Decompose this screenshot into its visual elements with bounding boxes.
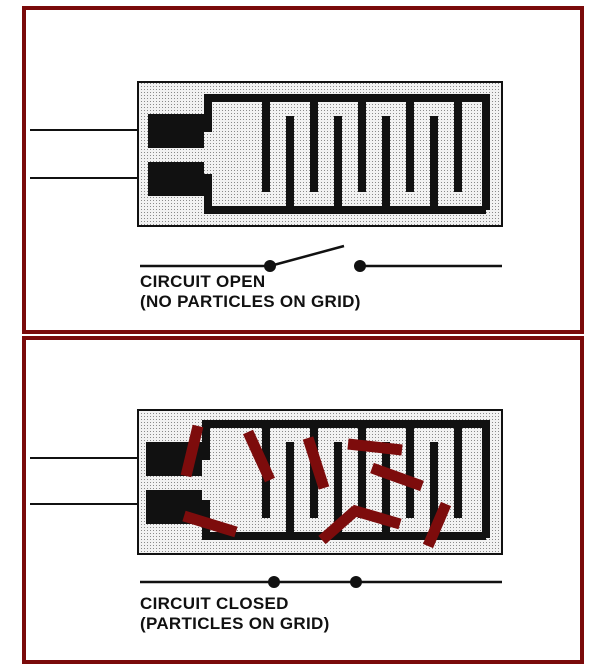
caption-open-line1: CIRCUIT OPEN: [140, 272, 266, 291]
comb-electrode-lower: [200, 116, 486, 214]
contact-pad-bottom: [148, 162, 204, 196]
particle: [243, 429, 275, 483]
grid-substrate: [137, 81, 503, 227]
caption-closed-line2: (PARTICLES ON GRID): [140, 614, 330, 633]
particle: [350, 504, 402, 530]
caption-closed-line1: CIRCUIT CLOSED: [140, 594, 289, 613]
particle: [182, 510, 238, 538]
comb-electrode-upper: [200, 94, 490, 210]
grid-diagram-closed: [30, 409, 503, 588]
switch-closed: [140, 576, 502, 588]
caption-open: CIRCUIT OPEN (NO PARTICLES ON GRID): [140, 272, 361, 312]
particle: [180, 424, 204, 478]
particle: [318, 505, 360, 545]
particle: [347, 438, 403, 456]
particle: [370, 462, 424, 492]
switch-open: [140, 244, 502, 272]
particle: [302, 436, 330, 490]
caption-open-line2: (NO PARTICLES ON GRID): [140, 292, 361, 311]
contact-pad-top: [148, 114, 204, 148]
particle: [422, 501, 452, 549]
panel-circuit-closed: CIRCUIT CLOSED (PARTICLES ON GRID): [22, 336, 584, 664]
panel-circuit-open: CIRCUIT OPEN (NO PARTICLES ON GRID): [22, 6, 584, 334]
caption-closed: CIRCUIT CLOSED (PARTICLES ON GRID): [140, 594, 330, 634]
debris-particles: [180, 424, 452, 549]
grid-diagram-open: [30, 81, 503, 272]
